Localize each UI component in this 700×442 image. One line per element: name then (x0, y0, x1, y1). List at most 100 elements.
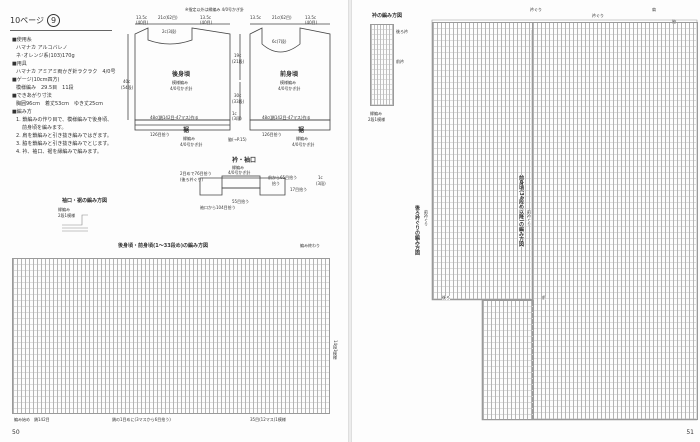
page-number-left: 50 (12, 429, 20, 436)
front-body-line1: 模様編み (280, 80, 296, 85)
dim-neck-back: 21c(62目) (158, 15, 178, 20)
sleeve-hem-chart-line2: 2段1模様 (58, 213, 76, 218)
materials-item: 4. 衿、袖口、裾を縁編みで編みます。 (16, 149, 102, 155)
back-neck-chart-title: 後ろ衿ぐりの編み方図 (414, 205, 420, 255)
materials-item: ハマナカ アルコバレノ (16, 45, 68, 51)
back-body-line1: 模様編み (172, 80, 188, 85)
materials-item: ■用具 (12, 61, 27, 67)
front-neck-note: 前から65目拾う (268, 175, 298, 180)
materials-item: 前身頃を編みます。 (22, 125, 67, 131)
materials-item: 3. 脇を鎖編みと引き抜き編みでとじます。 (16, 141, 112, 147)
dim-chain-front: 48c(鎖142目-47マス)作る (262, 115, 311, 120)
materials-item: 2. 肩を鎖編みと引き抜き編みではぎます。 (16, 133, 112, 139)
main-chart-bottom-mid: 鎖の1目めに(3マスから6目拾う) (112, 417, 171, 422)
main-chart-title: 後身頃・前身頃(1〜33段め)の編み方図 (118, 243, 209, 249)
front-body-title: 前身頃 (280, 71, 299, 78)
collar-chart-title: 衿の編み方図 (372, 13, 403, 19)
schematic-note: ※指定以外は縁編み 4/0号かぎ針 (185, 7, 245, 12)
collar-sleeve-title: 衿・袖口 (232, 157, 257, 164)
back-body-line2: 4/0号かぎ針 (170, 86, 193, 91)
dim-pick-front: 126目拾う (262, 132, 282, 137)
dim-length-rows: (54段) (121, 85, 134, 90)
collar-sleeve-line2: 4/0号かぎ針 (228, 170, 251, 175)
back-body-title: 後身頃 (172, 71, 191, 78)
hem-line2-back: 4/0号かぎ針 (180, 142, 203, 147)
materials-item: ネ･オレンジ系(103)170g (16, 53, 75, 59)
materials-item: ■ゲージ(10cm四方) (12, 77, 60, 83)
front-lower-stitch-chart (482, 300, 534, 420)
top-label-side: 脇 (672, 20, 676, 24)
pattern-number-badge: 9 (47, 14, 61, 27)
materials-item: 模様編み 29.5目 11段 (16, 85, 74, 91)
front-neck-note2: 拾う (272, 181, 280, 186)
collar-stitch-chart (370, 24, 394, 106)
sleeve-hem-chart-title: 袖口・裾の編み方図 (62, 198, 108, 204)
dim-neck-front-rows: 6c(7段) (272, 39, 287, 44)
dim-shoulder-back-r: 13.5c (200, 15, 212, 20)
book-spine (348, 0, 352, 442)
dim-shoulder-back-stitches: (40目) (136, 20, 149, 25)
side-stitch-note: 脇(→P.15) (228, 137, 247, 142)
collar-sleeve-line1: 縁編み (232, 165, 244, 170)
sleeve-hem-chart-drawing (62, 214, 88, 232)
dim-pick-back: 126目拾う (150, 132, 170, 137)
materials-item: 胸囲96cm 着丈53cm ゆき丈25cm (16, 101, 103, 107)
collar-chart-line2: 2段1模様 (368, 117, 386, 122)
bottom-mark-back: 後ろ (442, 295, 450, 300)
main-chart-start: 編み始め 鎖142目 (14, 417, 50, 422)
header-label: 10ページ (10, 16, 45, 25)
sleeve-hem-chart-line1: 縁編み (58, 207, 70, 212)
front-body-line2: 4/0号かぎ針 (278, 86, 301, 91)
side-mark-front-neck: 前衿ぐり (424, 210, 429, 226)
dim-hem: 1c (232, 111, 237, 116)
back-neck-stitch-chart (432, 22, 534, 300)
hem-line2-front: 4/0号かぎ針 (292, 142, 315, 147)
top-label-shoulder: 肩 (652, 7, 656, 12)
collar-chart-mark-back: 後ろ衿 (396, 29, 408, 34)
back-neck-note: (後ろ衿ぐり) (180, 177, 204, 182)
dim-shoulder-back-r-stitches: (40目) (200, 20, 213, 25)
front-body-stitch-chart (532, 22, 698, 420)
dim-shoulder-front-r: 13.5c (305, 15, 317, 20)
main-chart-repeat: 14段1模様 (333, 340, 338, 360)
hem-title-front: 裾 (298, 127, 305, 134)
collar-dim-rows: (3段) (316, 181, 326, 186)
collar-pick-note: 2目めで76目拾う (180, 171, 212, 176)
collar-chart-line1: 縁編み (370, 111, 382, 116)
materials-item: ■できあがり寸法 (12, 93, 52, 99)
right-page: 衿の編み方図 後ろ衿 前衿 縁編み 2段1模様 衿ぐり 肩 脇 後ろ衿ぐりの編み… (352, 0, 700, 442)
dim-armhole-rows: (21段) (232, 59, 245, 64)
main-chart-bottom-right: 35目(12マス)1模様 (250, 417, 286, 422)
dim-chain-back: 48c(鎖142目-47マス)作る (150, 115, 199, 120)
stitch-17-note: 17目拾う (290, 187, 308, 192)
dim-shoulder-front-r-stitches: (40目) (305, 20, 318, 25)
sleeve-pick-note: 袖口から104目拾う (200, 205, 236, 210)
dim-neck-front: 21c(62目) (272, 15, 292, 20)
materials-item: 1. 鎖編みの作り目で、模様編みで後身頃、 (16, 117, 113, 123)
dim-body: 30c (234, 93, 242, 98)
materials-list: ■使用糸 ハマナカ アルコバレノ ネ･オレンジ系(103)170g ■用具 ハマ… (12, 36, 115, 156)
stitch-55-note: 55目拾う (232, 199, 250, 204)
hem-line1-front: 縁編み (296, 136, 308, 141)
garment-schematic (62, 23, 331, 232)
dim-armhole: 19c (234, 53, 242, 58)
side-mark-neck: 衿ぐり (592, 13, 604, 18)
collar-chart-mark-front: 前衿 (396, 59, 404, 64)
front-hem-band (249, 119, 331, 131)
top-label-neck: 衿ぐり (530, 7, 542, 12)
dim-shoulder-front: 13.5c (250, 15, 262, 20)
dim-neck-back-rows: 2c(3段) (162, 29, 177, 34)
front-chart-title: 前身頃(34段め以降)の編み方図 (518, 175, 524, 247)
dim-body-rows: (33段) (232, 99, 245, 104)
collar-band (221, 175, 261, 189)
side-mark-front-neck-2: 前衿ぐり (527, 210, 532, 226)
page-number-right: 51 (686, 429, 694, 436)
hem-line1-back: 縁編み (183, 136, 195, 141)
dim-shoulder-back: 13.5c (136, 15, 148, 20)
main-chart-end-note: 編み終わり (300, 243, 320, 248)
header-rule (10, 30, 112, 31)
materials-item: ハマナカ アミアミ両かぎ針ラクラク 4/0号 (16, 69, 116, 75)
bottom-mark-front: 前 (542, 295, 546, 300)
materials-item: ■使用糸 (12, 37, 32, 43)
